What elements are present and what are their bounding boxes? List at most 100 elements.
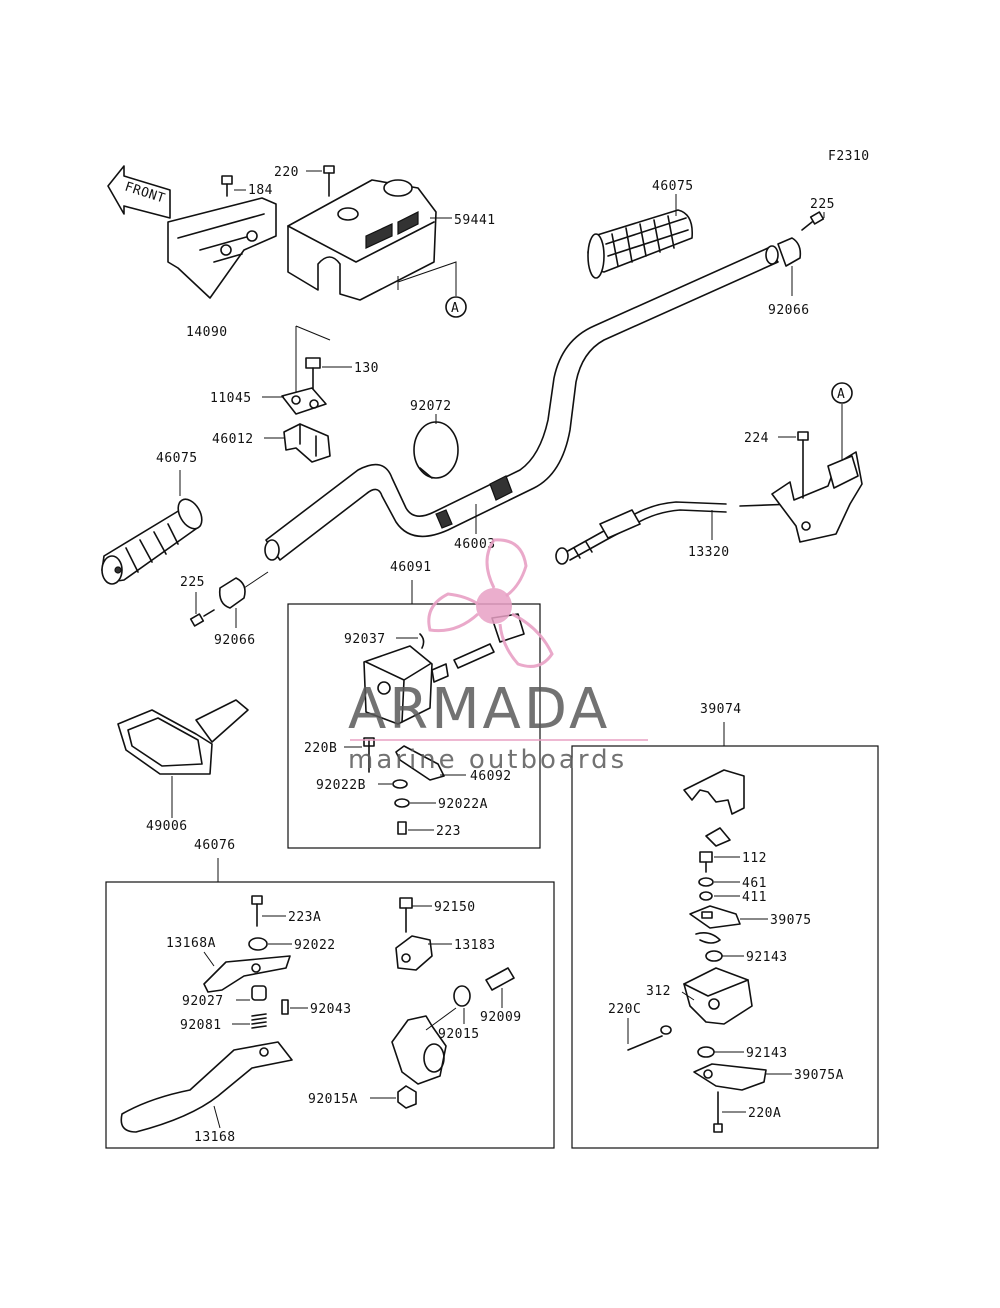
washer-92022 bbox=[248, 937, 268, 951]
plate-39075a bbox=[693, 1063, 767, 1091]
part-label: 92150 bbox=[434, 900, 476, 915]
diagram-id: F2310 bbox=[828, 149, 870, 164]
part-label: 224 bbox=[744, 431, 769, 446]
box-39074 bbox=[571, 745, 879, 1149]
lever-13168 bbox=[120, 1041, 293, 1133]
throttle-cable-13320 bbox=[555, 501, 795, 565]
part-label: 13168A bbox=[166, 936, 216, 951]
part-label: 220 bbox=[274, 165, 299, 180]
part-label: 46076 bbox=[194, 838, 236, 853]
end-cap-92066-right bbox=[777, 237, 802, 267]
holder-46012 bbox=[283, 423, 331, 463]
part-label: 14090 bbox=[186, 325, 228, 340]
screw-220a bbox=[713, 1091, 723, 1133]
watermark-tagline: marine outboards bbox=[348, 745, 627, 775]
part-label: 92066 bbox=[768, 303, 810, 318]
part-label: 92143 bbox=[746, 1046, 788, 1061]
part-label: 92022B bbox=[316, 778, 366, 793]
bracket-13168a bbox=[203, 955, 291, 993]
switch-assembly-46091 bbox=[363, 613, 525, 725]
part-label: 13320 bbox=[688, 545, 730, 560]
part-label: 39075A bbox=[794, 1068, 844, 1083]
end-cap-92066-left bbox=[218, 577, 246, 609]
part-label: 220A bbox=[748, 1106, 781, 1121]
screw-220b bbox=[363, 737, 375, 773]
part-label: 92081 bbox=[180, 1018, 222, 1033]
collar-92027 bbox=[251, 985, 267, 1001]
part-label: 46091 bbox=[390, 560, 432, 575]
screw-220c bbox=[627, 1025, 672, 1051]
part-label: 11045 bbox=[210, 391, 252, 406]
front-arrow-icon: FRONT bbox=[107, 165, 171, 219]
part-label: 223A bbox=[288, 910, 321, 925]
wire-92037 bbox=[419, 633, 425, 649]
box-46076 bbox=[105, 881, 555, 1149]
part-label: 59441 bbox=[454, 213, 496, 228]
part-label: 49006 bbox=[146, 819, 188, 834]
part-label: 223 bbox=[436, 824, 461, 839]
part-label: 92027 bbox=[182, 994, 224, 1009]
lever-holder bbox=[391, 1007, 457, 1085]
part-label: 92037 bbox=[344, 632, 386, 647]
callout-a-label: A bbox=[451, 301, 459, 316]
switch-housing-59441 bbox=[287, 179, 437, 301]
part-label: 46012 bbox=[212, 432, 254, 447]
part-label: 92022A bbox=[438, 797, 488, 812]
box-46091 bbox=[287, 603, 541, 849]
part-label: 92043 bbox=[310, 1002, 352, 1017]
screw-225-left bbox=[189, 609, 215, 627]
washer-92022a bbox=[394, 798, 410, 808]
bolt-220 bbox=[323, 165, 335, 197]
adjuster-92009 bbox=[485, 967, 515, 991]
spring-92081 bbox=[251, 1013, 267, 1029]
bolt-112 bbox=[699, 851, 713, 873]
washer-92022b bbox=[392, 779, 408, 789]
part-label: 92072 bbox=[410, 399, 452, 414]
grip-46075-right bbox=[587, 209, 694, 279]
part-label: 225 bbox=[810, 197, 835, 212]
part-label: 39075 bbox=[770, 913, 812, 928]
grip-46075-left bbox=[101, 498, 203, 585]
plate-39075 bbox=[689, 905, 741, 929]
part-label: 46003 bbox=[454, 537, 496, 552]
part-label: 184 bbox=[248, 183, 273, 198]
plate-11045 bbox=[281, 387, 327, 415]
bolt-92150 bbox=[399, 897, 413, 933]
part-label: 92015 bbox=[438, 1027, 480, 1042]
handlebar-46003 bbox=[264, 245, 779, 561]
part-label: 46075 bbox=[652, 179, 694, 194]
nut-92015 bbox=[453, 985, 471, 1007]
part-label: 220B bbox=[304, 741, 337, 756]
washer-92143-top bbox=[705, 950, 723, 962]
propeller-logo-icon bbox=[427, 538, 554, 668]
part-label: 13168 bbox=[194, 1130, 236, 1145]
bracket-cover-14090 bbox=[167, 197, 277, 299]
throttle-case bbox=[771, 451, 863, 543]
nut-92015a bbox=[397, 1085, 417, 1109]
part-label: 220C bbox=[608, 1002, 641, 1017]
watermark-brand: ARMADA bbox=[348, 677, 610, 742]
ring-461 bbox=[698, 877, 714, 887]
pin-92043 bbox=[281, 999, 289, 1015]
part-label: 46075 bbox=[156, 451, 198, 466]
housing-312 bbox=[683, 967, 753, 1025]
screw-225-right bbox=[801, 211, 825, 231]
callout-a-circle bbox=[445, 296, 467, 318]
part-label: 92015A bbox=[308, 1092, 358, 1107]
screw-223a bbox=[251, 895, 263, 927]
bolt-224 bbox=[797, 431, 809, 499]
part-label: 112 bbox=[742, 851, 767, 866]
bolt-184 bbox=[221, 175, 233, 197]
part-label: 461 bbox=[742, 876, 767, 891]
part-label: 92143 bbox=[746, 950, 788, 965]
part-label: 13183 bbox=[454, 938, 496, 953]
screw-223 bbox=[397, 821, 407, 835]
part-label: 92022 bbox=[294, 938, 336, 953]
part-label: 39074 bbox=[700, 702, 742, 717]
washer-92143-bottom bbox=[697, 1046, 715, 1058]
part-label: 46092 bbox=[470, 769, 512, 784]
washer-411 bbox=[699, 891, 713, 901]
part-labels: 184 220 59441 14090 46075 225 92066 130 … bbox=[146, 165, 844, 1145]
lever-boot-49006 bbox=[117, 699, 249, 775]
